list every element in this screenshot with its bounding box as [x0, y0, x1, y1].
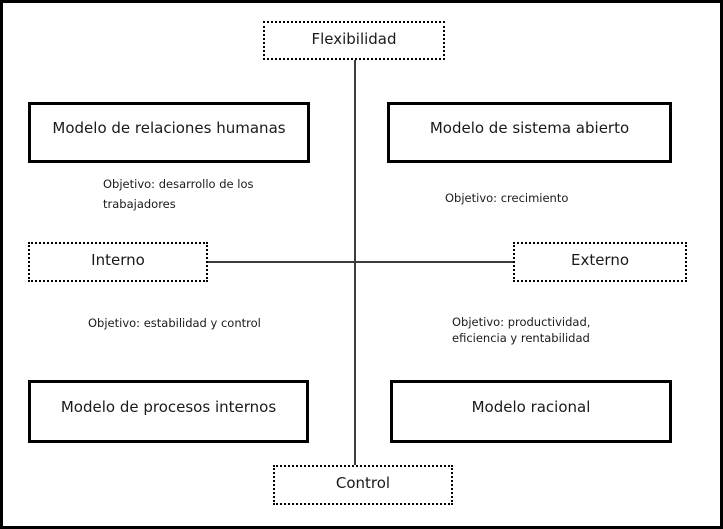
model-box-bottom-left-label: Modelo de procesos internos	[60, 398, 277, 416]
axis-label-control-text: Control	[335, 474, 391, 492]
axis-label-interno: Interno	[28, 242, 208, 282]
model-box-top-left-label: Modelo de relaciones humanas	[52, 119, 286, 137]
model-box-bottom-right-label: Modelo racional	[471, 398, 591, 416]
horizontal-axis-line	[208, 261, 513, 263]
axis-label-control: Control	[273, 465, 453, 505]
model-box-bottom-right: Modelo racional	[390, 380, 672, 443]
model-box-bottom-left: Modelo de procesos internos	[28, 380, 309, 443]
objective-text-bottom-right: Objetivo: productividad, eficiencia y re…	[452, 315, 591, 345]
model-box-top-right: Modelo de sistema abierto	[387, 102, 672, 163]
axis-label-flexibilidad-text: Flexibilidad	[311, 29, 397, 48]
objective-text-top-left: Objetivo: desarrollo de los trabajadores	[103, 177, 254, 211]
objective-text-bottom-left: Objetivo: estabilidad y control	[88, 316, 261, 330]
axis-label-interno-text: Interno	[91, 251, 145, 269]
axis-label-externo: Externo	[513, 242, 687, 282]
model-box-top-right-label: Modelo de sistema abierto	[429, 119, 630, 137]
model-box-top-left: Modelo de relaciones humanas	[28, 102, 310, 163]
axis-label-externo-text: Externo	[570, 251, 630, 269]
axis-label-flexibilidad: Flexibilidad	[263, 21, 445, 60]
objective-text-top-right: Objetivo: crecimiento	[445, 191, 569, 205]
